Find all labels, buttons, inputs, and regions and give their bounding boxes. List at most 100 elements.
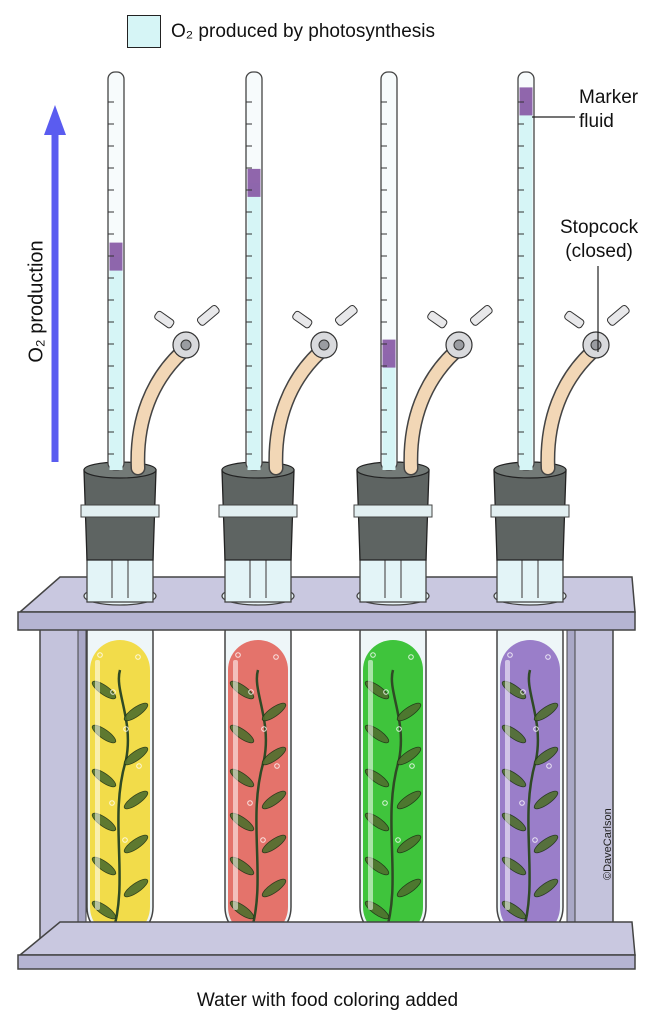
rack-right-leg [572, 624, 614, 946]
rack-right-leg-inner [566, 624, 576, 926]
stopcock-handle-left [427, 310, 448, 329]
elodea-leaf [261, 702, 287, 722]
rubber-hose [541, 346, 598, 474]
stopcock-handle-left [564, 310, 585, 329]
glass-highlight [233, 660, 238, 910]
bubble [532, 837, 538, 843]
rubber-hose [404, 346, 461, 474]
marker-fluid-label: Marker fluid [579, 86, 638, 134]
stopcock-handle-left [292, 310, 313, 329]
bubble [396, 726, 402, 732]
elodea-leaf [533, 746, 559, 766]
stopcock-label: Stopcock (closed) [560, 216, 638, 264]
y-axis-label: O₂ production [25, 240, 48, 363]
bubble [408, 654, 414, 660]
stopcock-handle-right [334, 304, 358, 326]
arrow-head-icon [44, 105, 66, 135]
pipette-assembly-green [353, 71, 493, 603]
stopcock-handle-right [196, 304, 220, 326]
caption: Water with food coloring added [196, 990, 459, 1011]
glass-highlight [368, 660, 373, 910]
rack-bottom-front [17, 954, 636, 970]
elodea-leaf [123, 790, 149, 810]
rack-left-leg-inner [77, 624, 87, 926]
pipette-assembly-yellow [80, 71, 220, 603]
rack-bottom-shelf [17, 921, 636, 956]
elodea-leaf [123, 746, 149, 766]
elodea-leaf [261, 878, 287, 898]
stopcock-center [590, 339, 602, 351]
rack-top-front [17, 611, 636, 631]
stopcock-center [180, 339, 192, 351]
pipette-assembly-red [218, 71, 358, 603]
stopper-band [80, 504, 160, 518]
o2-fill [247, 182, 261, 470]
marker-fluid-label-line2: fluid [579, 111, 614, 132]
bubble [533, 726, 539, 732]
bubble [109, 800, 115, 806]
stopper-band [490, 504, 570, 518]
rack-left-leg [39, 624, 81, 946]
o2-fill [382, 353, 396, 470]
bubble [507, 652, 513, 658]
elodea-leaf [261, 746, 287, 766]
stopper-band [218, 504, 298, 518]
rubber-hose [131, 346, 188, 474]
elodea-leaf [533, 878, 559, 898]
stopcock-handle-left [154, 310, 175, 329]
legend-text: O₂ produced by photosynthesis [171, 21, 436, 42]
marker-fluid [382, 339, 396, 368]
elodea-leaf [396, 702, 422, 722]
elodea-stem-purple [520, 669, 540, 936]
elodea-leaf [396, 878, 422, 898]
stopcock-handle-right [469, 304, 493, 326]
elodea-stem-green [383, 669, 403, 936]
marker-fluid [519, 87, 533, 116]
bubble [136, 763, 142, 769]
marker-fluid [247, 168, 261, 197]
bubble [395, 837, 401, 843]
bubble [383, 689, 389, 695]
elodea-leaf [123, 702, 149, 722]
tube-assembly-green [359, 599, 427, 941]
o2-fill [519, 101, 533, 471]
bubble [545, 654, 551, 660]
marker-fluid-label-line1: Marker [579, 87, 639, 108]
stopper-band [353, 504, 433, 518]
bubble [110, 689, 116, 695]
glass-highlight [95, 660, 100, 910]
elodea-leaf [396, 790, 422, 810]
rubber-hose [269, 346, 326, 474]
bubble [273, 654, 279, 660]
elodea-leaf [261, 834, 287, 854]
bubble [520, 689, 526, 695]
elodea-leaf [123, 878, 149, 898]
credit: ©DaveCarlson [602, 808, 614, 880]
elodea-leaf [533, 834, 559, 854]
tube-assembly-purple [496, 599, 564, 941]
bubble [122, 837, 128, 843]
stopcock-label-line2: (closed) [565, 241, 633, 262]
elodea-leaf [396, 834, 422, 854]
bubble [123, 726, 129, 732]
marker-fluid [109, 242, 123, 271]
elodea-leaf [396, 746, 422, 766]
bubble [409, 763, 415, 769]
elodea-stem-red [248, 669, 268, 936]
bubble [519, 800, 525, 806]
stopcock-center [318, 339, 330, 351]
bubble [382, 800, 388, 806]
bubble [274, 763, 280, 769]
bubble [135, 654, 141, 660]
stopcock-label-line1: Stopcock [560, 217, 639, 238]
tube-assembly-yellow [86, 599, 154, 941]
o2-fill [109, 256, 123, 470]
bubble [235, 652, 241, 658]
elodea-leaf [261, 790, 287, 810]
bubble [247, 800, 253, 806]
pipette-assembly-purple [490, 71, 630, 603]
elodea-leaf [533, 790, 559, 810]
bubble [260, 837, 266, 843]
